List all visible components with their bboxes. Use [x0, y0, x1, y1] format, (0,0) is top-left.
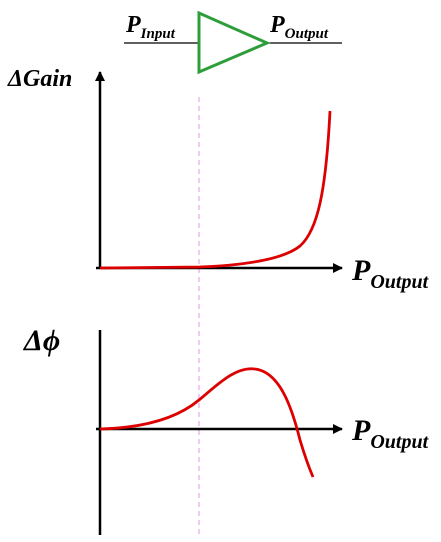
output-label: POutput: [269, 12, 329, 42]
phase-x-label: POutput: [351, 414, 430, 453]
amplifier-triangle: [197, 10, 271, 75]
input-label: PInput: [125, 12, 176, 42]
gain-plot: ΔGain POutput: [7, 66, 430, 293]
gain-x-label: POutput: [351, 254, 430, 293]
amplifier-symbol: PInput POutput: [124, 10, 342, 75]
gain-curve: [99, 110, 332, 270]
gain-y-label: ΔGain: [7, 66, 72, 92]
phase-y-label: Δϕ: [23, 324, 60, 357]
phase-plot: Δϕ POutput: [23, 324, 430, 535]
phase-curve: [99, 367, 315, 478]
